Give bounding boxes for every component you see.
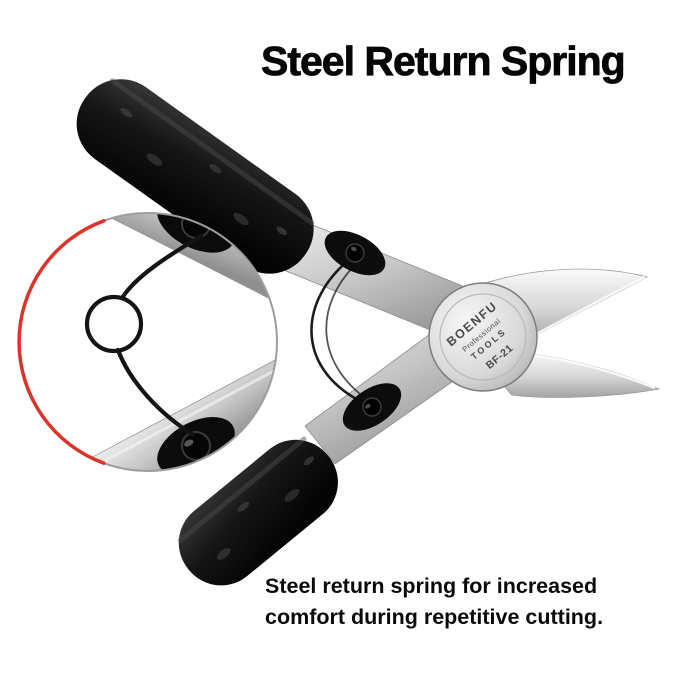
- lower-handle: [177, 436, 338, 586]
- magnifier-ring-red-arc: [17, 219, 106, 465]
- caption-line-1: Steel return spring for increased: [265, 574, 598, 598]
- lower-rivet: [362, 397, 382, 417]
- upper-rivet: [345, 243, 365, 263]
- pivot-disc: BOENFU Professional TOOLS BF-21: [428, 282, 538, 392]
- upper-handle: [76, 78, 315, 274]
- lower-spring-anchor: [342, 383, 402, 431]
- pliers: BOENFU Professional TOOLS BF-21: [76, 78, 661, 586]
- magnifier-inset: [17, 212, 278, 472]
- magnified-content: [68, 213, 277, 471]
- magnified-spring-coil: [84, 233, 204, 437]
- caption-line-2: comfort during repetitive cutting.: [265, 605, 604, 630]
- headline: Steel Return Spring: [261, 38, 627, 85]
- caption: Steel return spring for increased comfor…: [265, 571, 603, 633]
- upper-spring-anchor: [324, 230, 386, 276]
- return-spring-wire: [310, 258, 366, 402]
- handle-texture: [120, 107, 287, 236]
- handle-texture: [216, 456, 315, 560]
